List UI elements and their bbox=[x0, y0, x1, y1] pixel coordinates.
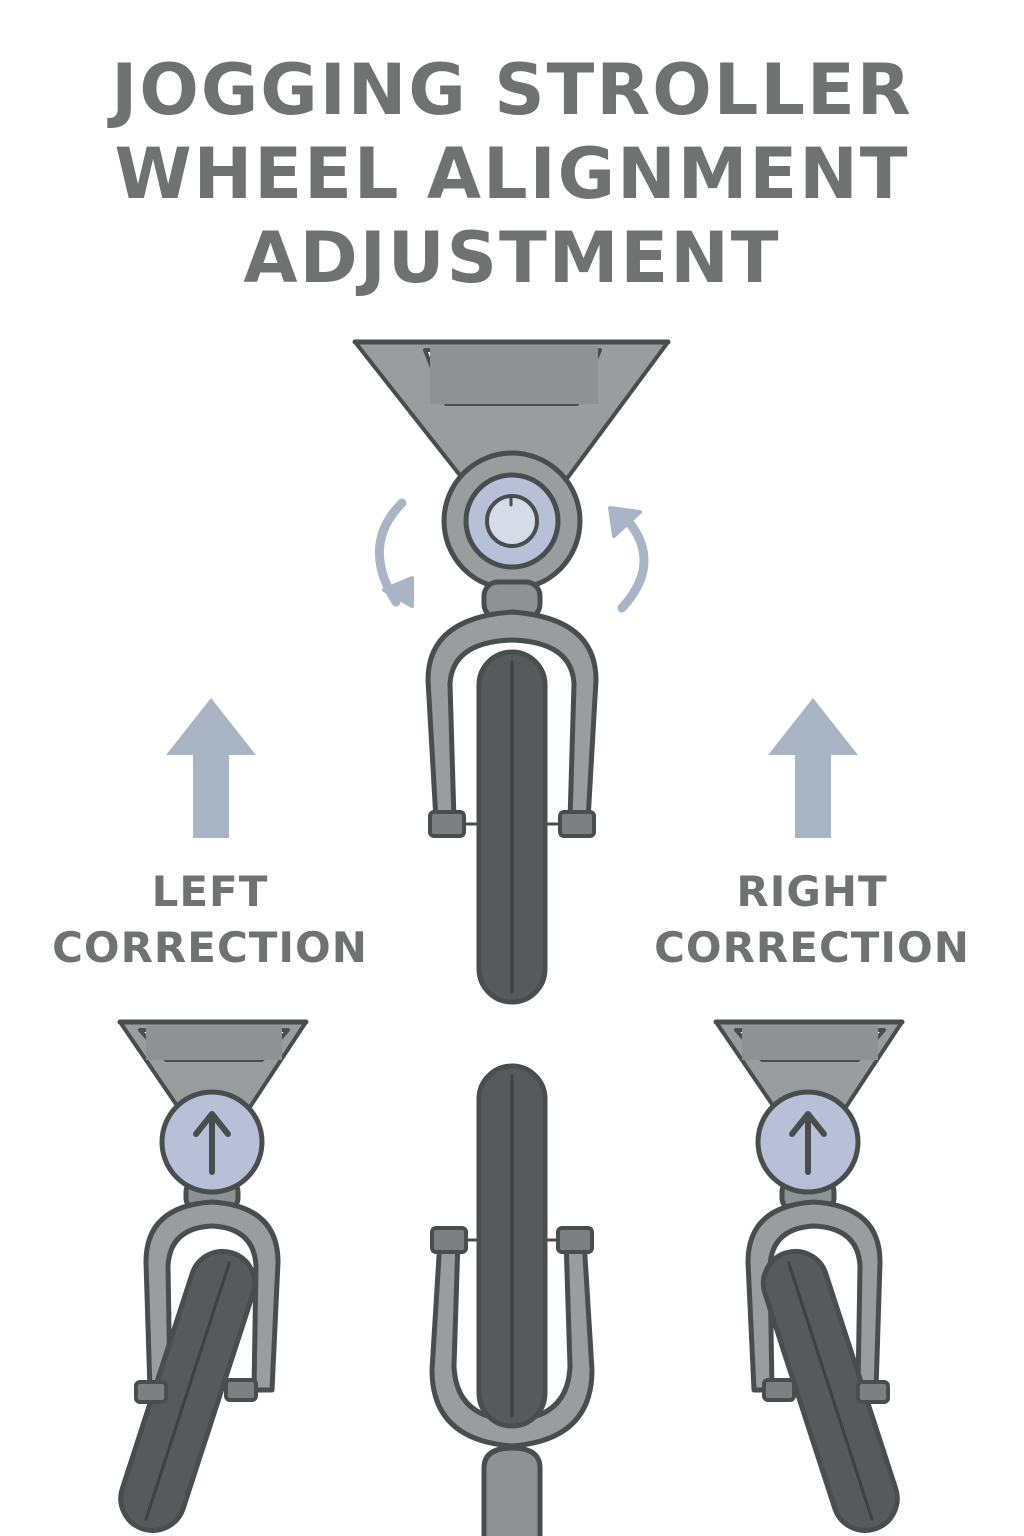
bottom-wheel-assembly bbox=[429, 1063, 595, 1536]
page-title: JOGGING STROLLER WHEEL ALIGNMENT ADJUSTM… bbox=[0, 48, 1024, 300]
left-correction-line-2: CORRECTION bbox=[52, 923, 368, 972]
rotate-counterclockwise-arrow-icon bbox=[374, 498, 414, 608]
left-correction-line-1: LEFT bbox=[151, 867, 269, 916]
left-up-arrow-icon bbox=[166, 698, 256, 838]
left-wheel-assembly bbox=[117, 1019, 309, 1533]
title-line-2: WHEEL ALIGNMENT bbox=[114, 133, 910, 215]
rotate-clockwise-arrow-icon bbox=[608, 506, 649, 613]
title-line-3: ADJUSTMENT bbox=[243, 217, 781, 299]
right-correction-label: RIGHT CORRECTION bbox=[652, 864, 972, 976]
main-wheel-assembly bbox=[352, 339, 671, 1005]
right-hub-up-arrow-icon bbox=[789, 1111, 827, 1175]
main-frame-bar bbox=[430, 346, 598, 404]
right-correction-line-1: RIGHT bbox=[736, 867, 888, 916]
main-fork bbox=[425, 609, 599, 823]
right-correction-line-2: CORRECTION bbox=[654, 923, 970, 972]
right-wheel-assembly bbox=[713, 1019, 905, 1533]
right-up-arrow-icon bbox=[768, 698, 858, 838]
left-hub-up-arrow-icon bbox=[193, 1111, 231, 1175]
left-correction-label: LEFT CORRECTION bbox=[50, 864, 370, 976]
title-line-1: JOGGING STROLLER bbox=[111, 49, 913, 131]
